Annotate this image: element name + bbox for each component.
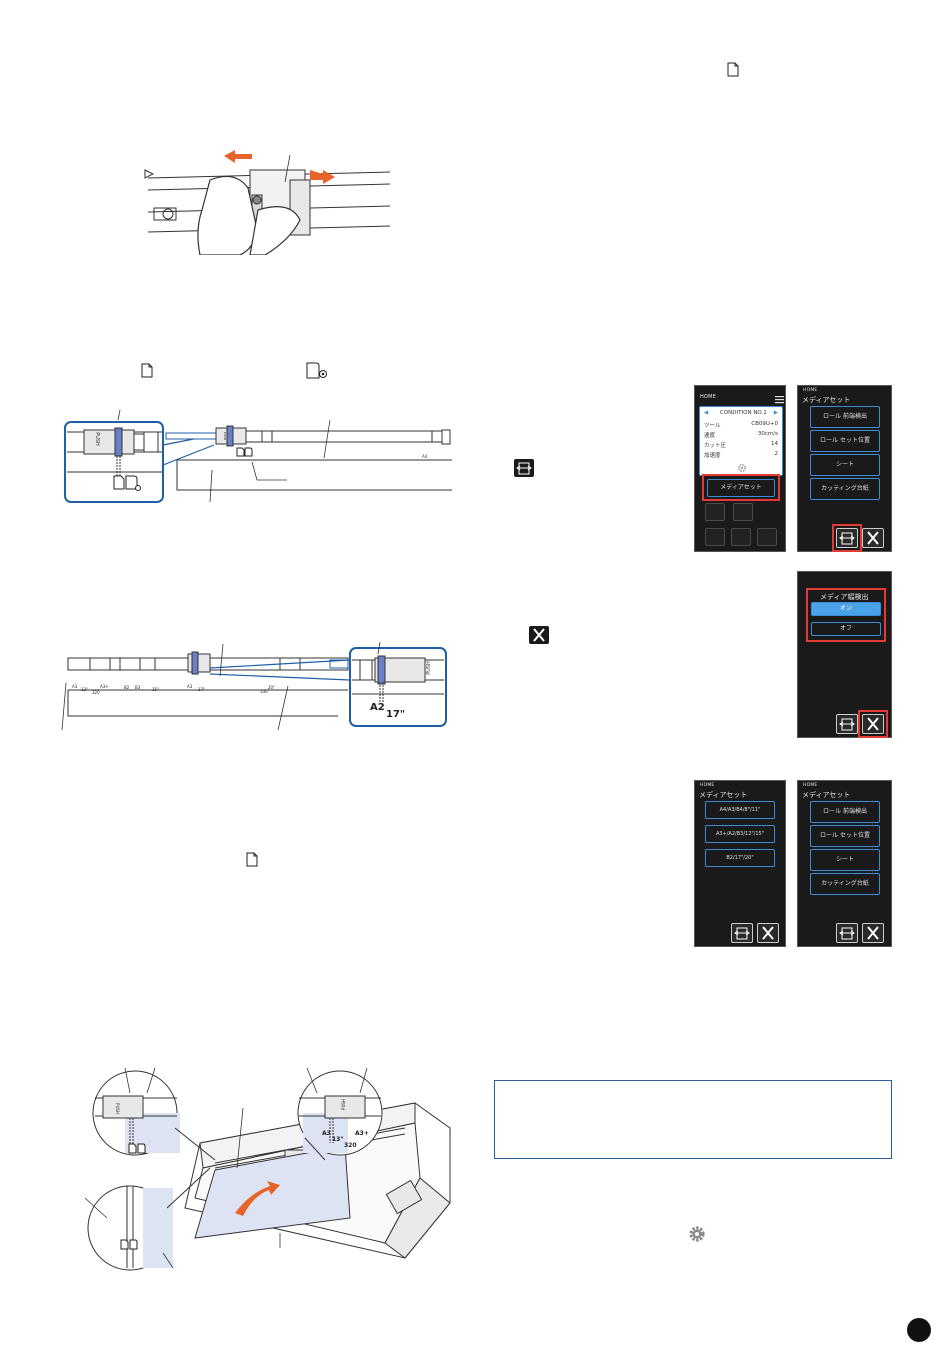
main-mark-a3plus: A3+ [355, 1130, 369, 1137]
bar-mark: 15" [152, 687, 159, 692]
close-button[interactable] [862, 923, 884, 943]
main-mark-13: 13" [332, 1136, 344, 1143]
screen-header: HOME [803, 783, 818, 788]
sheet-button[interactable]: シート [810, 454, 880, 476]
menu-icon[interactable] [775, 389, 784, 404]
bar-mark: 17" [198, 687, 205, 692]
bar-mark: 20" [268, 685, 275, 690]
bar-mark: A3 [72, 684, 78, 689]
media-set-icon [514, 459, 534, 477]
media-set-screen-2: HOME メディアセット ロール 前端検出 ロール セット位置 シート カッティ… [797, 780, 892, 947]
sheet-doc-icon [246, 852, 258, 867]
on-button[interactable]: オン [811, 602, 881, 616]
dim-tile [757, 528, 777, 546]
size-button-a3plus[interactable]: A3+/A2/B3/12"/15" [705, 825, 775, 843]
close-icon [529, 626, 549, 644]
bar-mark: B3 [135, 685, 141, 690]
dim-tile [705, 503, 725, 521]
carriage-hand-illustration [140, 150, 390, 255]
sheet-doc-icon [141, 363, 153, 378]
screen-title: メディアセット [699, 791, 748, 799]
media-set-icon-button[interactable] [836, 714, 858, 734]
bar-mark: A3+ [100, 684, 109, 689]
dim-tile [733, 503, 753, 521]
cutting-mat-button[interactable]: カッティング台紙 [810, 873, 880, 895]
pinch-roller-diagram-1: A4 [62, 410, 457, 505]
roll-media-icon [306, 362, 328, 379]
roller-label-2: PUSH [425, 661, 432, 675]
size-button-b2[interactable]: B2/17"/20" [705, 849, 775, 867]
mark-a2: A2 [370, 702, 385, 713]
roller-label-5: PUSH [223, 431, 228, 441]
info-box [494, 1080, 892, 1159]
svg-text:A4: A4 [422, 454, 428, 459]
media-set-icon-button[interactable] [836, 528, 858, 548]
media-set-icon-button[interactable] [836, 923, 858, 943]
plotter-loading-illustration [85, 1068, 455, 1273]
bar-mark: A3 [187, 684, 193, 689]
condition-selector[interactable]: ◀ CONDITION NO.1 ▶ [704, 410, 778, 419]
width-detection-highlight [806, 588, 886, 642]
dim-tile [705, 528, 725, 546]
media-width-detection-screen: メディア幅検出 オン オフ [797, 571, 892, 738]
screen-title: メディアセット [802, 791, 851, 799]
media-set-screen: HOME メディアセット ロール 前端検出 ロール セット位置 シート カッティ… [797, 385, 892, 552]
media-set-highlight [702, 474, 780, 501]
main-mark-320: 320 [344, 1142, 357, 1149]
roll-front-detect-button[interactable]: ロール 前端検出 [810, 406, 880, 428]
main-mark-a3: A3 [322, 1130, 331, 1137]
mark-17-inch: 17" [386, 709, 406, 720]
media-set-icon-button[interactable] [731, 923, 753, 943]
media-set-icon-highlight [832, 524, 862, 552]
close-button[interactable] [862, 528, 884, 548]
off-button[interactable]: オフ [811, 622, 881, 636]
dim-tile [731, 528, 751, 546]
sheet-doc-icon [727, 62, 739, 77]
size-button-a4[interactable]: A4/A3/B4/8"/11" [705, 801, 775, 819]
bar-mark: 13" [81, 687, 88, 692]
cutting-mat-button[interactable]: カッティング台紙 [810, 478, 880, 500]
roller-label-4: PUSH [340, 1099, 346, 1110]
close-button[interactable] [757, 923, 779, 943]
home-header: HOME [700, 394, 716, 400]
bar-mark: 330 [260, 689, 268, 694]
roll-set-position-button[interactable]: ロール セット位置 [810, 825, 880, 847]
bar-mark: B2 [124, 685, 130, 690]
settings-gear-icon[interactable] [737, 463, 747, 473]
sheet-button[interactable]: シート [810, 849, 880, 871]
media-set-button[interactable]: メディアセット [707, 479, 775, 497]
media-size-screen: HOME メディアセット A4/A3/B4/8"/11" A3+/A2/B3/1… [694, 780, 786, 947]
page-number [907, 1318, 931, 1342]
close-highlight [858, 710, 888, 738]
roller-label-3: PUSH [114, 1103, 120, 1114]
next-arrow-icon[interactable]: ▶ [773, 410, 778, 416]
pinch-roller-diagram-2 [60, 638, 450, 730]
roller-label-1: PUSH [93, 432, 100, 446]
gear-icon [688, 1225, 706, 1243]
roll-set-position-button[interactable]: ロール セット位置 [810, 430, 880, 452]
prev-arrow-icon[interactable]: ◀ [704, 410, 709, 416]
bar-mark: 320 [92, 690, 100, 695]
screen-header: HOME [803, 388, 818, 393]
close-button[interactable] [862, 714, 884, 734]
roll-front-detect-button[interactable]: ロール 前端検出 [810, 801, 880, 823]
condition-name: CONDITION NO.1 [720, 410, 767, 416]
screen-header: HOME [700, 783, 715, 788]
screen-title: メディア幅検出 [820, 593, 869, 601]
screen-title: メディアセット [802, 396, 851, 404]
